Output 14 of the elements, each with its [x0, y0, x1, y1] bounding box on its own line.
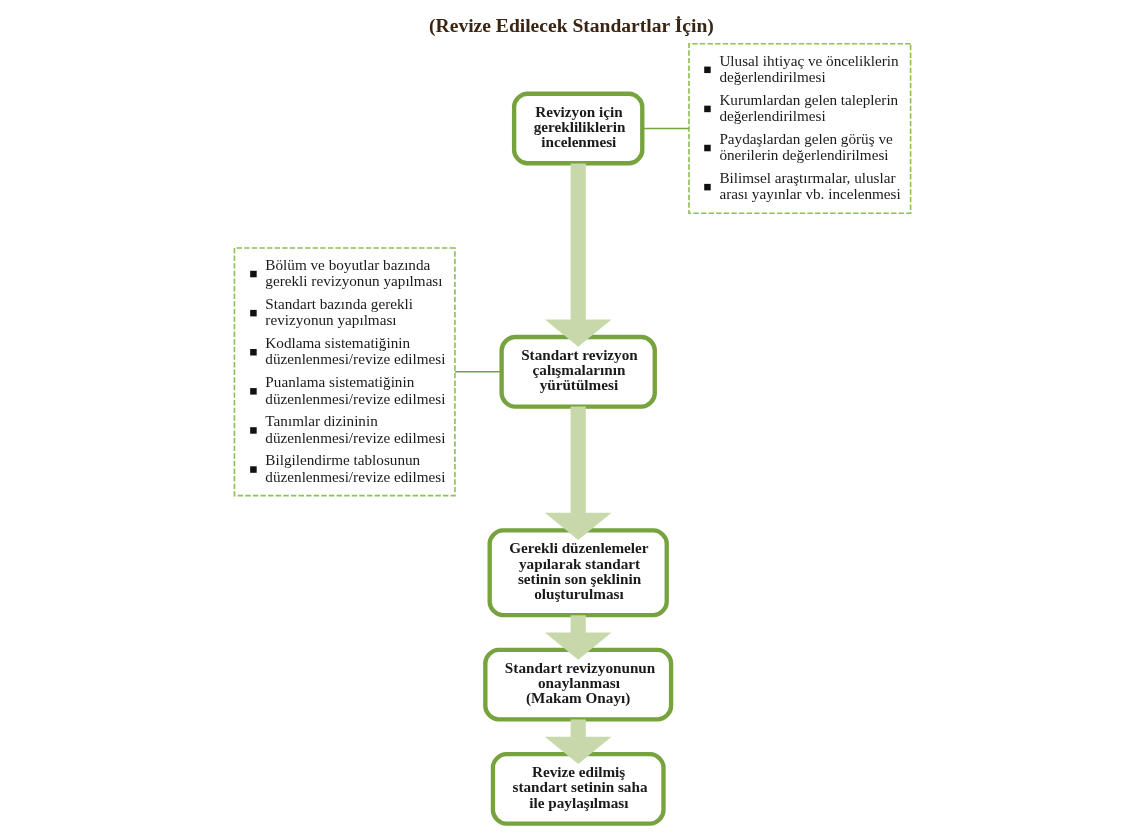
diagram-title: (Revize Edilecek Standartlar İçin) — [428, 14, 714, 36]
node-box: Bölüm ve boyutlar bazında gerekli revizyonun yapılması Standart bazında gerekli revizyonun yapılması Kodlama sistematiğinin düzenlenmesi/revize edilmesi Puanlama sistematiğinin düzenlenmesi/revize edilmesi Tanımlar dizininin düzenlenmesi/revize edilmesi Bilgilendirme tablosunun düzenlenmesi/revize edilmesi — [233, 246, 456, 496]
node-box: Revize edilmiş standart setinin saha ile paylaşılması — [490, 751, 666, 826]
node-box: Standart revizyonunun onaylanması (Makam Onayı) — [482, 647, 673, 722]
connector — [453, 370, 502, 373]
node-box: Standart revizyon çalışmalarının yürütülmesi — [498, 334, 657, 409]
node-box: Revizyon için gerekliliklerin incelenmesi — [511, 91, 644, 165]
arrow — [544, 614, 612, 660]
node-box: Ulusal ihtiyaç ve önceliklerin değerlendirilmesi Kurumlardan gelen taleplerin değerlendirilmesi Paydaşlardan gelen görüş ve önerilerin değerlendirilmesi Bilimsel araştırmalar, uluslar arası yayınlar vb. incelenmesi — [687, 42, 911, 214]
arrow — [544, 163, 612, 347]
connector — [641, 127, 690, 129]
arrow — [544, 406, 612, 540]
arrow — [544, 718, 612, 764]
node-box: Gerekli düzenlemeler yapılarak standart setinin son şeklinin oluşturulması — [487, 527, 669, 617]
